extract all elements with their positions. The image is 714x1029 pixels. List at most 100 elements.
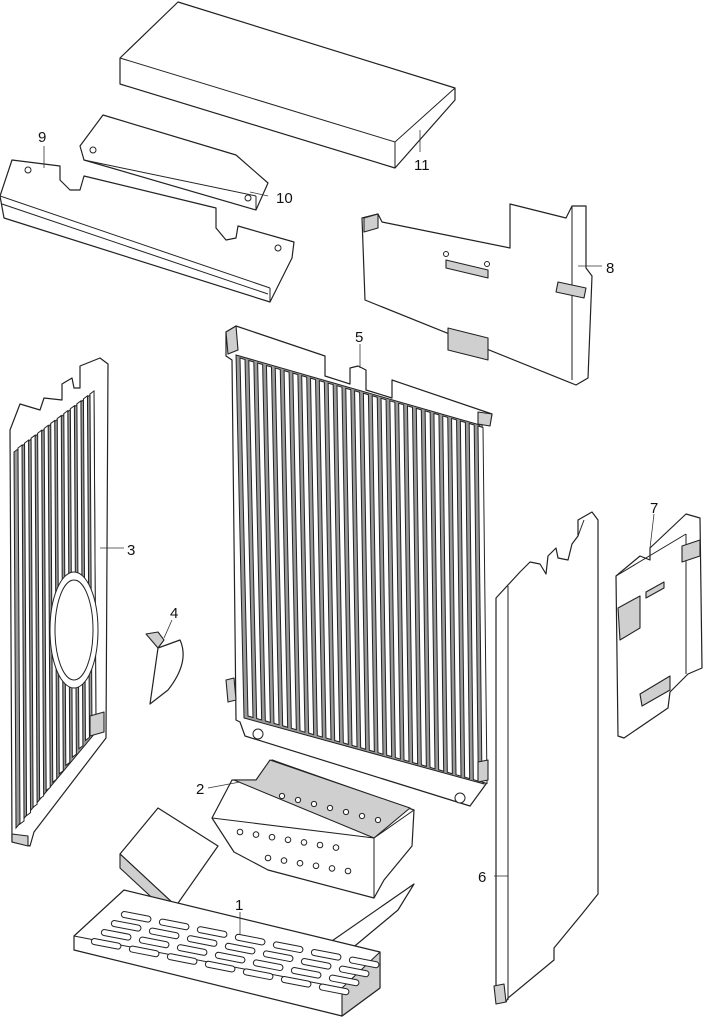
- callout-7: 7: [650, 500, 658, 517]
- part-9-baffle-bracket: [0, 159, 295, 303]
- vent-hole: [310, 800, 318, 808]
- part-5-back-grate: [225, 325, 493, 807]
- vent-hole: [280, 857, 288, 864]
- grate-slot: [272, 941, 304, 953]
- callout-6: 6: [478, 869, 486, 886]
- callout-2: 2: [196, 781, 204, 798]
- vent-hole: [268, 833, 276, 841]
- grate-slot: [310, 949, 342, 961]
- grate-slot: [262, 950, 294, 962]
- grate-rib: [310, 377, 323, 738]
- callout-3: 3: [127, 542, 135, 559]
- callout-leaders: [43, 130, 655, 934]
- part-6-right-side-panel: [493, 511, 599, 1005]
- grate-rib: [292, 372, 306, 733]
- vent-hole: [284, 836, 292, 844]
- vent-hole: [236, 828, 244, 836]
- grate-rib: [43, 424, 51, 792]
- callout-9: 9: [38, 129, 46, 146]
- part-4-damper-plate: [145, 631, 184, 705]
- grate-rib: [248, 359, 263, 721]
- grate-rib: [30, 434, 38, 809]
- grate-slot: [234, 933, 266, 946]
- vent-hole: [264, 854, 272, 862]
- part-10-deflector-strip: [79, 114, 269, 211]
- grate-slot: [242, 968, 274, 980]
- grate-slot: [120, 911, 152, 923]
- grate-rib: [380, 397, 393, 758]
- grate-slot: [318, 983, 350, 996]
- grate-slot: [90, 938, 122, 950]
- vent-hole: [328, 865, 336, 872]
- grate-rib: [17, 444, 25, 825]
- vent-hole: [342, 808, 350, 816]
- grate-slot: [138, 936, 170, 949]
- grate-rib: [459, 420, 471, 780]
- part-1-grate-slots: [90, 911, 380, 996]
- vent-hole: [358, 812, 366, 820]
- vent-hole: [344, 867, 352, 875]
- grate-rib: [371, 395, 384, 755]
- grate-rib: [362, 392, 375, 753]
- grate-rib: [424, 410, 436, 770]
- grate-slot: [290, 967, 322, 979]
- part-7-side-plate: [615, 513, 703, 739]
- grate-rib: [327, 382, 341, 743]
- callout-4: 4: [170, 605, 178, 622]
- grate-rib: [24, 439, 32, 817]
- grate-slot: [214, 951, 246, 964]
- grate-rib: [354, 390, 367, 750]
- vent-hole: [252, 831, 260, 838]
- grate-slot: [128, 945, 160, 958]
- grate-rib: [336, 385, 349, 746]
- callout-1: 1: [235, 897, 243, 914]
- callout-8: 8: [606, 260, 614, 277]
- grate-rib: [415, 407, 427, 768]
- grate-rib: [301, 374, 315, 736]
- vent-hole: [278, 792, 286, 800]
- part-2-fire-basket: [211, 759, 415, 899]
- part-11-top-board: [119, 1, 456, 169]
- part-5-grate-ribs: [239, 357, 488, 785]
- part-1-bottom-grate: [73, 807, 415, 1017]
- vent-hole: [332, 844, 340, 851]
- callout-5: 5: [355, 329, 363, 346]
- grate-slot: [280, 976, 312, 988]
- vent-hole: [296, 859, 304, 867]
- grate-slot: [300, 958, 332, 970]
- grate-slot: [338, 965, 370, 978]
- grate-rib: [265, 364, 280, 726]
- grate-rib: [239, 357, 254, 719]
- grate-rib: [477, 425, 488, 785]
- grate-rib: [398, 402, 410, 763]
- grate-rib: [37, 429, 45, 800]
- part-3-left-grate-panel: [9, 357, 109, 847]
- callout-10: 10: [276, 190, 293, 207]
- vent-hole: [294, 796, 302, 804]
- grate-rib: [442, 415, 453, 775]
- grate-slot: [348, 956, 380, 969]
- callout-11: 11: [414, 157, 430, 174]
- vent-hole: [374, 816, 382, 824]
- grate-rib: [433, 412, 445, 772]
- grate-slot: [110, 920, 142, 932]
- grate-rib: [283, 369, 297, 731]
- part-8-rear-plate: [361, 203, 593, 386]
- grate-slot: [186, 935, 218, 947]
- grate-rib: [274, 367, 289, 728]
- part-2-vent-holes: [236, 792, 382, 875]
- grate-rib: [345, 387, 358, 748]
- vent-hole: [316, 841, 324, 849]
- grate-slot: [204, 960, 236, 973]
- grate-rib: [389, 400, 401, 760]
- grate-rib: [318, 379, 332, 741]
- vent-hole: [312, 862, 320, 870]
- grate-slot: [196, 926, 228, 938]
- grate-rib: [257, 362, 271, 724]
- grate-slot: [166, 953, 198, 965]
- grate-slot: [252, 959, 284, 971]
- grate-rib: [451, 417, 462, 777]
- vent-hole: [300, 839, 308, 846]
